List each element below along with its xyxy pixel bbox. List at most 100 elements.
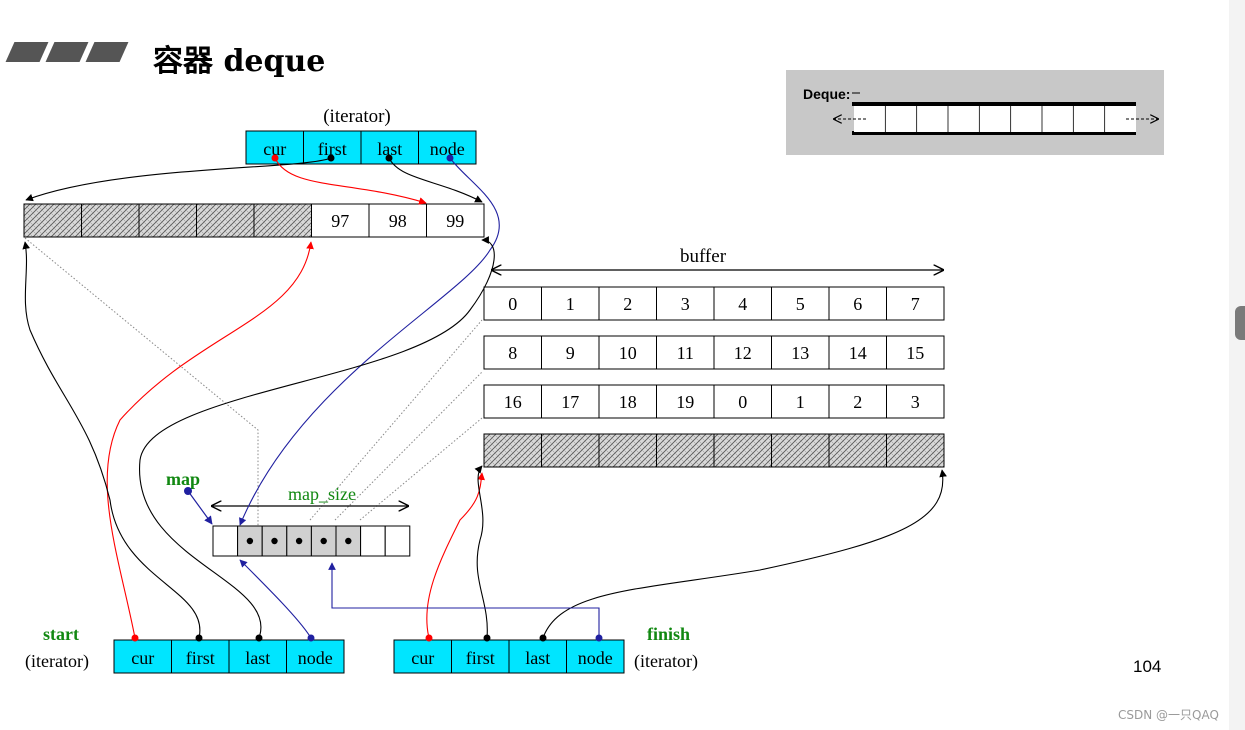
iterator-field-label: first	[186, 648, 215, 668]
top-buffer-value: 98	[389, 211, 407, 231]
buffer-cell	[886, 433, 945, 468]
buffer-cell	[886, 286, 945, 321]
buffer-value: 6	[853, 294, 862, 314]
iterator-field-label: first	[318, 139, 347, 159]
buffer-cell	[828, 433, 887, 468]
top-buffer-cell	[311, 203, 370, 238]
buffer-cell	[828, 335, 887, 370]
buffer-value: 3	[911, 392, 920, 412]
map-node-pointer	[295, 537, 303, 545]
iterator-field-label: node	[430, 139, 465, 159]
top-buffer-value: 97	[331, 211, 349, 231]
map-node-pointer	[320, 537, 327, 545]
buffer-value: 5	[796, 294, 805, 314]
credit-text: CSDN @一只QAQ	[1118, 708, 1219, 722]
top-buffer-cell	[368, 203, 427, 238]
iterator-field-label: cur	[263, 139, 286, 159]
buffer-cell	[886, 335, 945, 370]
buffer-value: 8	[508, 343, 517, 363]
top-buffer: 97 98 99	[23, 203, 485, 238]
buffer-value: 3	[681, 294, 690, 314]
buffer-value: 9	[566, 343, 575, 363]
iterator-field-label: last	[245, 648, 270, 668]
start-iterator-label: (iterator)	[25, 651, 89, 672]
buffer-value: 13	[791, 343, 809, 363]
buffer-cell	[483, 335, 542, 370]
scroll-handle[interactable]	[1235, 306, 1245, 340]
buffer-value: 0	[738, 392, 747, 412]
buffer-cell	[828, 286, 887, 321]
deque-overview-label: Deque:	[803, 86, 851, 102]
finish-iterator: cur first last node	[393, 639, 625, 674]
buffer-value: 12	[734, 343, 752, 363]
buffer-value: 19	[676, 392, 694, 412]
top-iterator: cur first last node	[245, 130, 477, 165]
slide-title: 容器 deque	[153, 44, 326, 79]
iterator-field-label: node	[298, 648, 333, 668]
map-label: map	[166, 469, 200, 489]
top-buffer-value: 99	[446, 211, 464, 231]
iterator-field-last	[508, 639, 567, 674]
finish-iterator-pointers	[328, 465, 947, 642]
map-cell	[360, 525, 386, 557]
buffer-cell	[656, 433, 715, 468]
buffer-value: 7	[911, 294, 920, 314]
buffer-cell	[598, 433, 657, 468]
buffer-label: buffer	[680, 246, 727, 267]
buffer-value: 1	[566, 294, 575, 314]
buffer-value: 1	[796, 392, 805, 412]
iterator-field-first	[303, 130, 362, 165]
buffer-cell	[483, 433, 542, 468]
finish-label: finish	[647, 624, 690, 644]
iterator-field-label: last	[525, 648, 550, 668]
buffer-cell	[771, 286, 830, 321]
buffer-value: 18	[619, 392, 637, 412]
map-node-pointer	[246, 537, 254, 545]
buffer-cell	[828, 384, 887, 419]
top-buffer-cell	[253, 203, 312, 238]
buffer-cell	[541, 286, 600, 321]
top-buffer-cell	[81, 203, 140, 238]
iterator-field-label: last	[377, 139, 402, 159]
iterator-field-node	[566, 639, 625, 674]
buffer-cell	[886, 384, 945, 419]
top-iterator-pointers	[25, 157, 500, 526]
buffer-cell	[656, 335, 715, 370]
buffer-cell	[713, 384, 772, 419]
map-cell	[212, 525, 239, 557]
top-iterator-label: (iterator)	[323, 106, 391, 127]
buffer-value: 14	[849, 343, 867, 363]
iterator-field-label: node	[578, 648, 613, 668]
start-label: start	[43, 624, 79, 644]
buffer-cell	[656, 286, 715, 321]
page-number: 104	[1133, 657, 1162, 676]
map-size-label: map_size	[288, 484, 356, 504]
map-node-pointer	[345, 537, 352, 545]
right-page-edge	[1229, 0, 1245, 730]
top-buffer-cell	[426, 203, 485, 238]
top-buffer-cell	[23, 203, 82, 238]
map-cell	[261, 525, 288, 557]
buffer-value: 2	[623, 294, 632, 314]
buffer-value: 15	[906, 343, 924, 363]
buffer-cell	[541, 433, 600, 468]
iterator-field-first	[451, 639, 510, 674]
top-buffer-cell	[196, 203, 255, 238]
buffer-cell	[771, 335, 830, 370]
start-iterator-pointers	[22, 236, 495, 642]
buffer-cell	[713, 286, 772, 321]
iterator-field-label: cur	[411, 648, 434, 668]
map-array	[212, 525, 411, 557]
buffer-cell	[598, 335, 657, 370]
deque-overview	[834, 92, 1158, 135]
finish-iterator-label: (iterator)	[634, 651, 698, 672]
top-iterator-dots	[271, 154, 454, 162]
buffer-value: 2	[853, 392, 862, 412]
buffer-value: 0	[508, 294, 517, 314]
buffer-cell	[483, 384, 542, 419]
buffer-cell	[541, 335, 600, 370]
iterator-field-label: first	[466, 648, 495, 668]
